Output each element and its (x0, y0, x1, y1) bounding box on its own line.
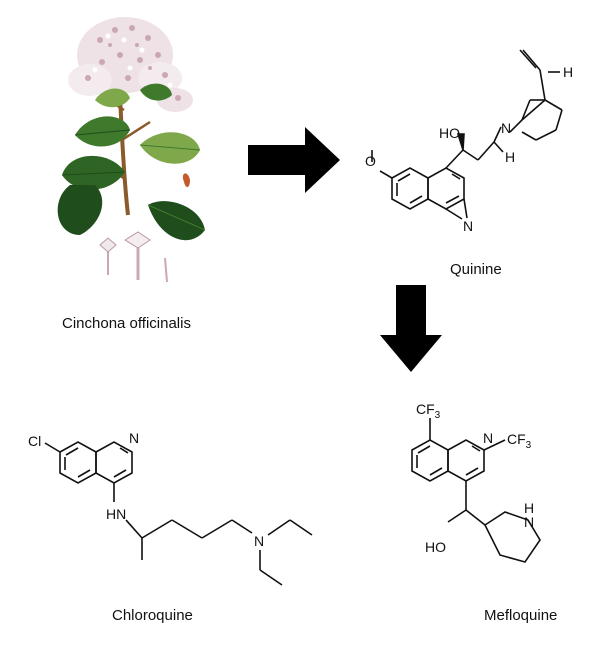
chloroquine-ring-nitrogen: N (129, 430, 139, 446)
down-arrow-icon (380, 285, 442, 372)
right-arrow-icon (248, 127, 340, 193)
chloroquine-structure (44, 441, 313, 586)
quinine-methoxy-oxygen: O (365, 153, 376, 169)
quinine-h-top: H (563, 64, 573, 80)
quinine-atom-labels: O HO N N H H (365, 64, 573, 234)
chloroquine-caption: Chloroquine (112, 607, 193, 624)
mefloquine-piperidine-h: H (524, 500, 534, 516)
quinine-structure (371, 49, 563, 210)
chloroquine-chlorine: Cl (28, 433, 41, 449)
quinine-h-mid: H (505, 149, 515, 165)
mefloquine-cf3-left: CF3 (416, 401, 441, 421)
mefloquine-structure (411, 418, 541, 563)
mefloquine-hydroxyl: HO (425, 539, 446, 555)
quinine-ring-nitrogen: N (463, 218, 473, 234)
mefloquine-cf3-right: CF3 (507, 431, 532, 451)
plant-caption: Cinchona officinalis (62, 315, 191, 332)
mefloquine-piperidine-n: N (524, 514, 534, 530)
quinine-bridge-nitrogen: N (501, 120, 511, 136)
quinine-hydroxyl: HO (439, 125, 460, 141)
chloroquine-tertiary-nitrogen: N (254, 533, 264, 549)
mefloquine-ring-nitrogen: N (483, 430, 493, 446)
quinine-caption: Quinine (450, 261, 502, 278)
mefloquine-atom-labels: CF3 CF3 N H N HO (416, 401, 534, 555)
leaves (57, 83, 206, 241)
flower-cluster (68, 17, 193, 112)
chloroquine-atom-labels: Cl N HN N (28, 430, 264, 549)
botanical-details (99, 173, 190, 283)
chloroquine-amine: HN (106, 506, 126, 522)
mefloquine-caption: Mefloquine (484, 607, 558, 624)
cinchona-plant-illustration (57, 17, 206, 283)
